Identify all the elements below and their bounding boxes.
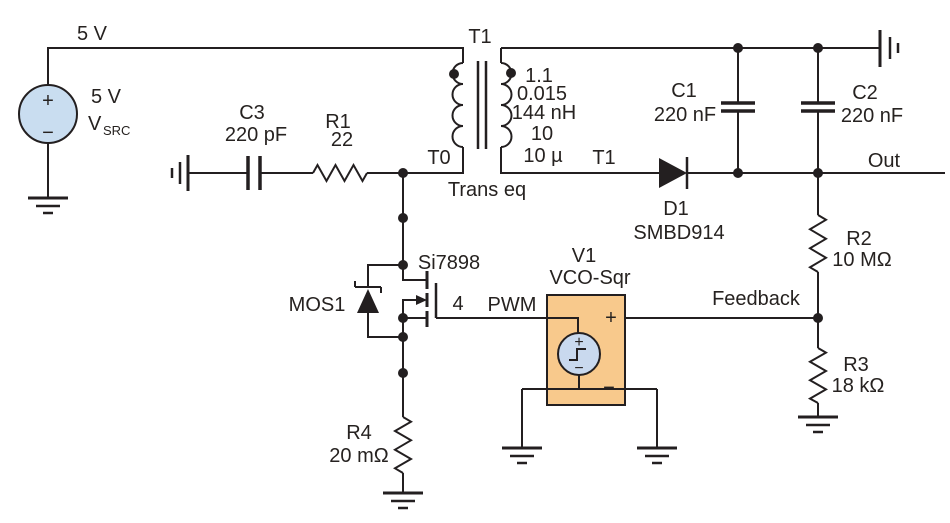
diode-d1: D1 SMBD914 bbox=[633, 157, 725, 244]
ground-symbol bbox=[28, 196, 68, 215]
r4-zigzag bbox=[393, 416, 413, 474]
supply-rail: 5 V bbox=[47, 23, 464, 85]
ground-symbol bbox=[502, 446, 542, 465]
d1-triangle bbox=[659, 158, 687, 188]
ground-symbol bbox=[798, 415, 838, 434]
ground-symbol bbox=[637, 446, 677, 465]
mos-body-stub bbox=[402, 299, 417, 318]
junction-dot bbox=[733, 168, 743, 178]
vco-circle-minus-sign: − bbox=[574, 360, 583, 377]
body-diode bbox=[354, 264, 403, 338]
output-net: Out bbox=[687, 150, 945, 178]
source-plus-sign: + bbox=[42, 90, 54, 112]
r4-ref-label: R4 bbox=[346, 422, 372, 444]
r1-ref-label: R1 bbox=[325, 111, 351, 133]
mos-body-arrow bbox=[416, 295, 427, 305]
r3-value-label: 18 kΩ bbox=[832, 375, 885, 397]
v1-model-label: VCO-Sqr bbox=[549, 267, 630, 289]
pwm-net-label: PWM bbox=[488, 294, 537, 316]
v1-plus-terminal-sign: + bbox=[605, 307, 617, 329]
voltage-source-vsrc: + − 5 V V SRC bbox=[18, 84, 130, 215]
r3-zigzag bbox=[807, 347, 829, 404]
junction-dot bbox=[398, 260, 408, 270]
square-wave-icon bbox=[569, 348, 586, 361]
feedback-net-label: Feedback bbox=[712, 288, 801, 310]
source-minus-sign: − bbox=[42, 122, 54, 144]
capacitor-c1: C1 220 nF bbox=[654, 48, 755, 173]
top-right-ground-symbol bbox=[878, 30, 900, 67]
c2-ref-label: C2 bbox=[852, 82, 878, 104]
t1-param-ratio: 1.1 bbox=[525, 65, 553, 87]
source-name-label: V bbox=[88, 113, 102, 135]
r2-zigzag bbox=[808, 214, 828, 273]
input-ground-symbol bbox=[170, 155, 190, 191]
capacitor-c2: C2 220 nF bbox=[801, 48, 903, 173]
mos1-ref-label: MOS1 bbox=[289, 294, 346, 316]
t1-primary-coil bbox=[451, 62, 464, 148]
t1-param-inductance: 10 µ bbox=[523, 145, 563, 167]
t1-model-label: Trans eq bbox=[448, 179, 526, 201]
v1-minus-terminal-sign: − bbox=[603, 377, 615, 399]
feedback-net: Feedback bbox=[625, 288, 823, 323]
junction-dot bbox=[398, 332, 408, 342]
vco-block-v1: + − V1 VCO-Sqr + − bbox=[502, 245, 677, 465]
body-diode-zener-bar bbox=[354, 281, 382, 293]
capacitor-c3: C3 220 pF bbox=[188, 102, 313, 190]
wire-5v-rail bbox=[47, 47, 464, 85]
t1-secondary-bottom-lead bbox=[500, 147, 659, 174]
c1-value-label: 220 nF bbox=[654, 104, 716, 126]
source-name-subscript: SRC bbox=[103, 123, 130, 138]
out-net-label: Out bbox=[868, 150, 901, 172]
t1-primary-phase-dot bbox=[449, 69, 459, 79]
mos1-model-label: Si7898 bbox=[418, 252, 480, 274]
c3-value-label: 220 pF bbox=[225, 124, 287, 146]
vco-inner-top-wire bbox=[547, 317, 579, 333]
body-diode-triangle bbox=[357, 289, 379, 313]
junction-dot bbox=[398, 368, 408, 378]
body-diode-top-lead bbox=[367, 264, 403, 287]
mosfet-mos1: MOS1 Si7898 bbox=[289, 168, 480, 417]
d1-value-label: SMBD914 bbox=[633, 222, 724, 244]
junction-dot bbox=[398, 313, 408, 323]
vco-circle-plus-sign: + bbox=[574, 334, 583, 351]
r2-value-label: 10 MΩ bbox=[832, 249, 891, 271]
t1-ref-label: T1 bbox=[468, 26, 491, 48]
secondary-rail bbox=[501, 30, 900, 67]
rail-5v-label: 5 V bbox=[77, 23, 108, 45]
source-value-label: 5 V bbox=[91, 86, 122, 108]
t1-secondary-phase-dot bbox=[506, 68, 516, 78]
ground-symbol bbox=[383, 491, 423, 510]
transformer-t1: T1 1.1 0.015 144 nH 10 10 µ T0 T1 Trans … bbox=[427, 26, 659, 201]
t1-secondary-coil bbox=[500, 62, 513, 148]
body-diode-bottom-lead bbox=[367, 313, 403, 338]
t1-pin-t1-label: T1 bbox=[592, 147, 615, 169]
t1-param-turns: 10 bbox=[531, 123, 553, 145]
resistor-r3: R3 18 kΩ bbox=[798, 318, 885, 434]
junction-dot bbox=[398, 168, 408, 178]
r2-ref-label: R2 bbox=[846, 228, 872, 250]
t1-pin-t0-label: T0 bbox=[427, 147, 450, 169]
c2-value-label: 220 nF bbox=[841, 105, 903, 127]
resistor-r1: R1 22 bbox=[312, 111, 464, 184]
r3-ref-label: R3 bbox=[843, 354, 869, 376]
t1-param-leakage: 144 nH bbox=[512, 102, 577, 124]
c1-ref-label: C1 bbox=[671, 80, 697, 102]
t1-param-coupling: 0.015 bbox=[517, 83, 567, 105]
resistor-r4: R4 20 mΩ bbox=[329, 416, 423, 510]
d1-ref-label: D1 bbox=[663, 198, 689, 220]
c3-ref-label: C3 bbox=[239, 102, 265, 124]
mos-drain-path bbox=[402, 173, 427, 281]
pwm-net: 4 PWM bbox=[436, 293, 547, 319]
junction-dot bbox=[398, 213, 408, 223]
resistor-r2: R2 10 MΩ bbox=[808, 173, 892, 318]
gate-node-label: 4 bbox=[452, 293, 463, 315]
r4-value-label: 20 mΩ bbox=[329, 445, 388, 467]
r1-value-label: 22 bbox=[331, 129, 353, 151]
v1-ref-label: V1 bbox=[572, 245, 596, 267]
r1-zigzag bbox=[312, 162, 368, 184]
